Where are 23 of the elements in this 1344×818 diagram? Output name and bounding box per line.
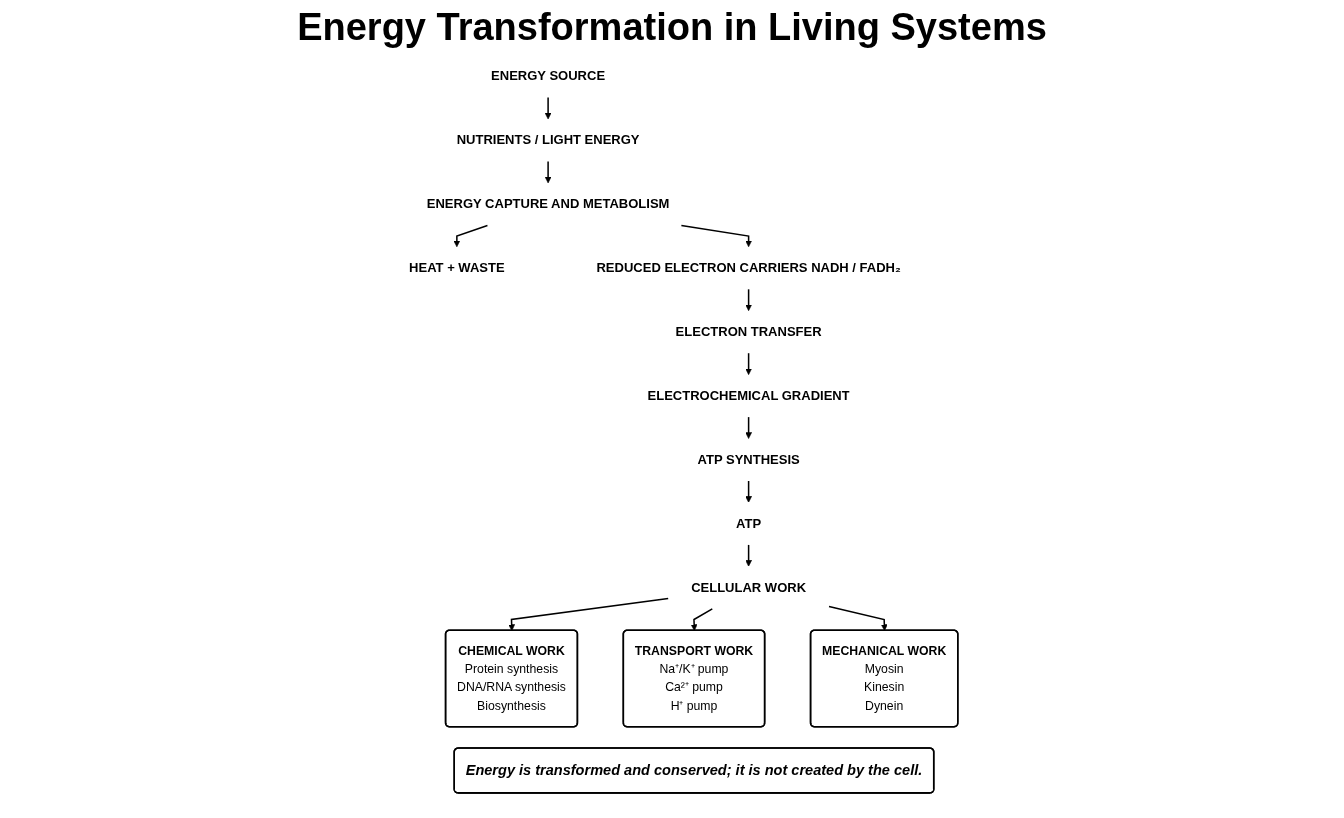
arrow bbox=[508, 597, 669, 631]
node-text: REDUCED ELECTRON CARRIERS NADH / FADH₂ bbox=[596, 260, 901, 276]
arrow bbox=[680, 224, 753, 248]
node-text: ATP SYNTHESIS bbox=[697, 452, 800, 467]
arrow bbox=[745, 480, 753, 503]
arrow bbox=[544, 160, 552, 184]
arrow bbox=[453, 224, 489, 248]
arrow bbox=[690, 608, 714, 631]
node-text: CELLULAR WORK bbox=[691, 580, 807, 595]
node-text: ATP bbox=[736, 516, 762, 531]
arrow bbox=[745, 352, 753, 375]
node-text: ELECTRON TRANSFER bbox=[675, 324, 822, 340]
arrow bbox=[544, 96, 552, 120]
arrow bbox=[745, 544, 753, 567]
node-text: NUTRIENTS / LIGHT ENERGY bbox=[456, 132, 640, 148]
diagram-title: Energy Transformation in Living Systems bbox=[297, 6, 1047, 49]
node-text: ELECTROCHEMICAL GRADIENT bbox=[647, 388, 850, 403]
node-text: ENERGY SOURCE bbox=[491, 68, 606, 84]
arrow bbox=[828, 605, 888, 631]
arrow bbox=[745, 416, 753, 439]
node-text: ENERGY CAPTURE AND METABOLISM bbox=[426, 196, 670, 212]
arrow bbox=[745, 288, 753, 312]
node-text: HEAT + WASTE bbox=[409, 260, 505, 276]
